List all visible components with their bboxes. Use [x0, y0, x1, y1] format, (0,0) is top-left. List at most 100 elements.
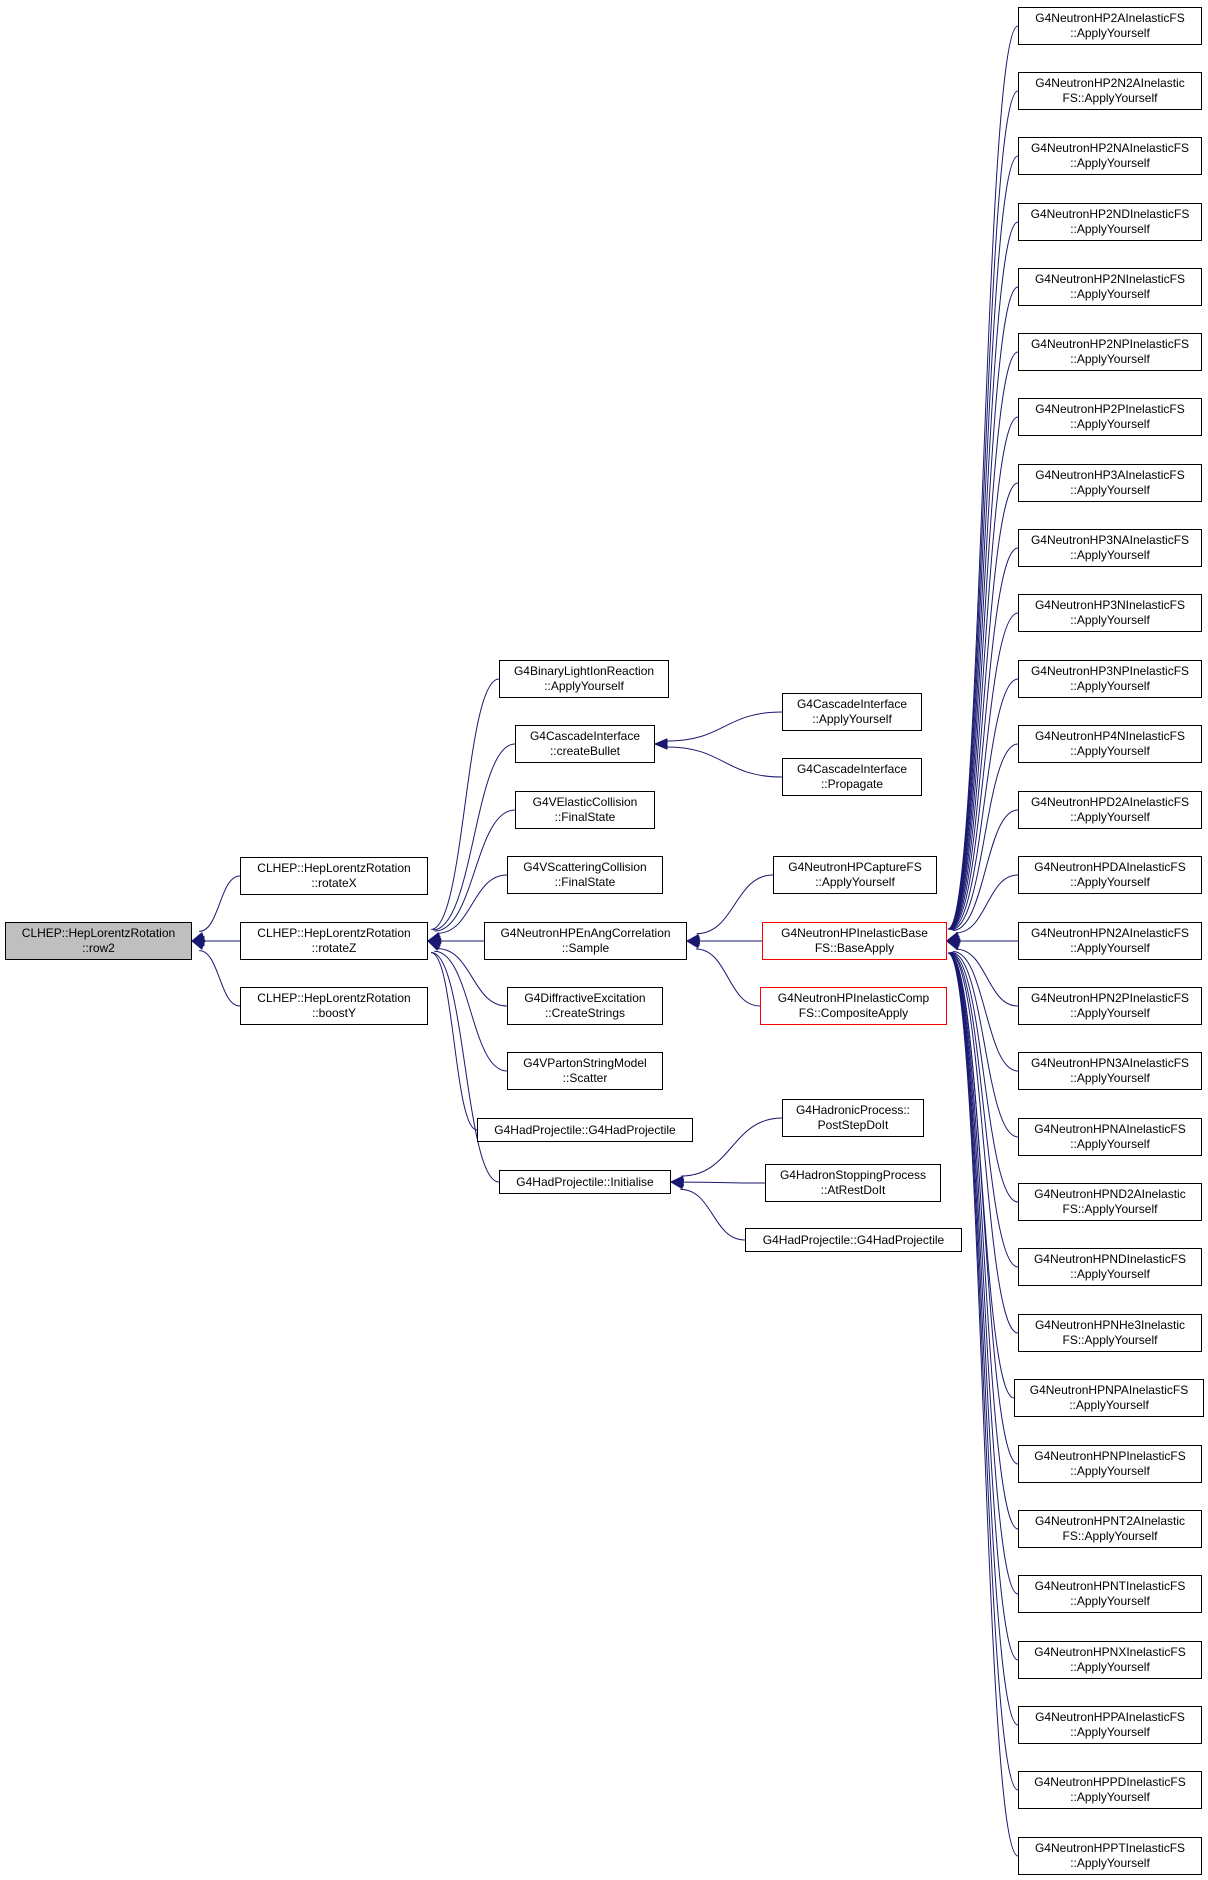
edge-r1-to-inelbase — [947, 90, 1019, 930]
node-cascade-propagate[interactable]: G4CascadeInterface ::Propagate — [782, 758, 922, 796]
node-line: G4DiffractiveExcitation — [524, 991, 646, 1005]
edge-r17-to-inelbase — [951, 951, 1019, 1138]
arrowhead-icon — [669, 1179, 685, 1190]
node-hadronicprocess-poststepdoit[interactable]: G4HadronicProcess:: PostStepDoIt — [782, 1099, 924, 1137]
node-line: ::ApplyYourself — [1070, 483, 1150, 497]
node-hadprojectile-ctor[interactable]: G4HadProjectile::G4HadProjectile — [477, 1118, 693, 1142]
node-line: ::ApplyYourself — [1070, 417, 1150, 431]
node-hpda-applyyourself[interactable]: G4NeutronHPDAInelasticFS::ApplyYourself — [1018, 856, 1202, 894]
node-hp3np-applyyourself[interactable]: G4NeutronHP3NPInelasticFS::ApplyYourself — [1018, 660, 1202, 698]
node-line: G4NeutronHP2PInelasticFS — [1035, 402, 1185, 416]
node-line: CLHEP::HepLorentzRotation — [257, 926, 411, 940]
node-line: FS::ApplyYourself — [1062, 1202, 1158, 1216]
node-line: ::ApplyYourself — [1070, 222, 1150, 236]
arrowhead-icon — [426, 939, 442, 950]
node-hp3n-applyyourself[interactable]: G4NeutronHP3NInelasticFS::ApplyYourself — [1018, 594, 1202, 632]
node-line: ::ApplyYourself — [1070, 1267, 1150, 1281]
node-inelasticcomp-compositeapply[interactable]: G4NeutronHPInelasticComp FS::CompositeAp… — [760, 987, 947, 1025]
node-hp2np-applyyourself[interactable]: G4NeutronHP2NPInelasticFS::ApplyYourself — [1018, 333, 1202, 371]
node-hp4n-applyyourself[interactable]: G4NeutronHP4NInelasticFS::ApplyYourself — [1018, 725, 1202, 763]
node-line: ::ApplyYourself — [1070, 1594, 1150, 1608]
node-line: ::ApplyYourself — [1070, 679, 1150, 693]
node-line: ::CreateStrings — [544, 1006, 626, 1020]
node-hpnpa-applyyourself[interactable]: G4NeutronHPNPAInelasticFS::ApplyYourself — [1014, 1379, 1204, 1417]
node-line: G4NeutronHPNDInelasticFS — [1033, 1252, 1187, 1266]
node-line: G4NeutronHPPDInelasticFS — [1034, 1775, 1186, 1789]
node-line: G4NeutronHPN3AInelasticFS — [1030, 1056, 1190, 1070]
node-hp3a-applyyourself[interactable]: G4NeutronHP3AInelasticFS::ApplyYourself — [1018, 464, 1202, 502]
edge-r0-to-inelbase — [947, 25, 1019, 930]
node-hppd-applyyourself[interactable]: G4NeutronHPPDInelasticFS::ApplyYourself — [1018, 1771, 1202, 1809]
node-capture-applyyourself[interactable]: G4NeutronHPCaptureFS ::ApplyYourself — [773, 856, 937, 894]
node-line: ::ApplyYourself — [1070, 548, 1150, 562]
node-line: ::createBullet — [549, 744, 621, 758]
node-hpnt-applyyourself[interactable]: G4NeutronHPNTInelasticFS::ApplyYourself — [1018, 1575, 1202, 1613]
node-vscattering-finalstate[interactable]: G4VScatteringCollision ::FinalState — [507, 856, 663, 894]
node-vparton-scatter[interactable]: G4VPartonStringModel ::Scatter — [507, 1052, 663, 1090]
node-line: ::FinalState — [554, 875, 616, 889]
node-hppt-applyyourself[interactable]: G4NeutronHPPTInelasticFS::ApplyYourself — [1018, 1837, 1202, 1875]
node-hpnd-applyyourself[interactable]: G4NeutronHPNDInelasticFS::ApplyYourself — [1018, 1248, 1202, 1286]
node-line: G4BinaryLightIonReaction — [513, 664, 655, 678]
edge-capture-to-enang — [696, 874, 774, 935]
edge-vscatter-to-rotateZ — [437, 874, 508, 934]
node-line: G4VScatteringCollision — [523, 860, 647, 874]
edge-r6-to-inelbase — [948, 416, 1019, 930]
edge-r18-to-inelbase — [950, 952, 1019, 1203]
node-inelasticbase-baseapply[interactable]: G4NeutronHPInelasticBase FS::BaseApply — [762, 922, 947, 960]
edge-vparton-to-rotateZ — [434, 950, 508, 1072]
node-line: ::ApplyYourself — [1070, 156, 1150, 170]
node-binary-lightion[interactable]: G4BinaryLightIonReaction ::ApplyYourself — [499, 660, 669, 698]
node-line: G4NeutronHPN2AInelasticFS — [1030, 926, 1190, 940]
node-line: G4NeutronHPNT2AInelastic — [1034, 1514, 1186, 1528]
node-hppa-applyyourself[interactable]: G4NeutronHPPAInelasticFS::ApplyYourself — [1018, 1706, 1202, 1744]
node-line: G4NeutronHPInelasticComp — [777, 991, 930, 1005]
node-line: ::rotateX — [311, 876, 357, 890]
node-line: G4HadProjectile::G4HadProjectile — [494, 1122, 676, 1137]
node-line: ::ApplyYourself — [1070, 287, 1150, 301]
node-boosty[interactable]: CLHEP::HepLorentzRotation ::boostY — [240, 987, 428, 1025]
node-line: G4HadProjectile::G4HadProjectile — [762, 1232, 945, 1247]
node-hp2n-applyyourself[interactable]: G4NeutronHP2NInelasticFS::ApplyYourself — [1018, 268, 1202, 306]
node-hp2a-applyyourself[interactable]: G4NeutronHP2AInelasticFS::ApplyYourself — [1018, 7, 1202, 45]
node-rotatex[interactable]: CLHEP::HepLorentzRotation ::rotateX — [240, 857, 428, 895]
node-hpn2p-applyyourself[interactable]: G4NeutronHPN2PInelasticFS::ApplyYourself — [1018, 987, 1202, 1025]
node-enang-sample[interactable]: G4NeutronHPEnAngCorrelation ::Sample — [484, 922, 687, 960]
node-hpn2a-applyyourself[interactable]: G4NeutronHPN2AInelasticFS::ApplyYourself — [1018, 922, 1202, 960]
edge-r23-to-inelbase — [948, 952, 1019, 1530]
node-line: FS::ApplyYourself — [1062, 1333, 1158, 1347]
node-hpn3a-applyyourself[interactable]: G4NeutronHPN3AInelasticFS::ApplyYourself — [1018, 1052, 1202, 1090]
node-line: ::ApplyYourself — [1070, 875, 1150, 889]
node-hp3na-applyyourself[interactable]: G4NeutronHP3NAInelasticFS::ApplyYourself — [1018, 529, 1202, 567]
node-line: G4NeutronHP2NPInelasticFS — [1030, 337, 1190, 351]
node-diffractive-createstrings[interactable]: G4DiffractiveExcitation ::CreateStrings — [507, 987, 663, 1025]
node-hadprojectile-initialise[interactable]: G4HadProjectile::Initialise — [499, 1170, 671, 1194]
node-hpd2a-applyyourself[interactable]: G4NeutronHPD2AInelasticFS::ApplyYourself — [1018, 791, 1202, 829]
node-hpna-applyyourself[interactable]: G4NeutronHPNAInelasticFS::ApplyYourself — [1018, 1118, 1202, 1156]
node-velastic-finalstate[interactable]: G4VElasticCollision ::FinalState — [515, 791, 655, 829]
node-hp2p-applyyourself[interactable]: G4NeutronHP2PInelasticFS::ApplyYourself — [1018, 398, 1202, 436]
node-line: PostStepDoIt — [817, 1118, 889, 1132]
node-line: G4NeutronHPDAInelasticFS — [1034, 860, 1186, 874]
node-hpnx-applyyourself[interactable]: G4NeutronHPNXInelasticFS::ApplyYourself — [1018, 1641, 1202, 1679]
node-cascade-applyyourself[interactable]: G4CascadeInterface ::ApplyYourself — [782, 693, 922, 731]
node-line: G4CascadeInterface — [796, 697, 908, 711]
node-rotatez[interactable]: CLHEP::HepLorentzRotation ::rotateZ — [240, 922, 428, 960]
node-line: FS::ApplyYourself — [1062, 91, 1158, 105]
node-line: ::ApplyYourself — [1070, 1464, 1150, 1478]
node-hp2nd-applyyourself[interactable]: G4NeutronHP2NDInelasticFS::ApplyYourself — [1018, 203, 1202, 241]
node-line: G4NeutronHPND2AInelastic — [1034, 1187, 1186, 1201]
edge-casc_apply-to-casc_bullet — [666, 711, 783, 742]
node-hadronstopping-atrestdoit[interactable]: G4HadronStoppingProcess ::AtRestDoIt — [765, 1164, 941, 1202]
node-hpnp-applyyourself[interactable]: G4NeutronHPNPInelasticFS::ApplyYourself — [1018, 1445, 1202, 1483]
node-hadprojectile-ctor-2[interactable]: G4HadProjectile::G4HadProjectile — [745, 1228, 962, 1252]
node-cascade-createbullet[interactable]: G4CascadeInterface ::createBullet — [515, 725, 655, 763]
node-root-row2[interactable]: CLHEP::HepLorentzRotation ::row2 — [5, 922, 192, 960]
node-line: CLHEP::HepLorentzRotation — [257, 861, 411, 875]
node-hp2na-applyyourself[interactable]: G4NeutronHP2NAInelasticFS::ApplyYourself — [1018, 137, 1202, 175]
node-line: G4NeutronHP2N2AInelastic — [1035, 76, 1185, 90]
